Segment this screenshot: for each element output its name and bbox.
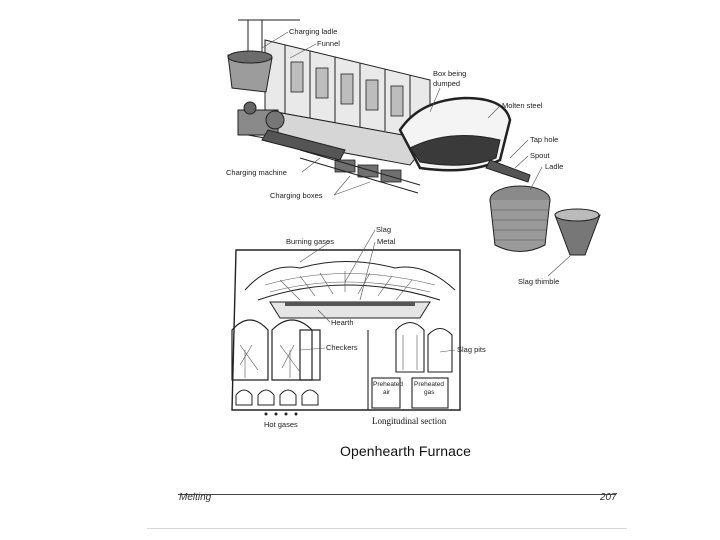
label-hot-gases: Hot gases xyxy=(264,420,298,429)
label-ladle: Ladle xyxy=(545,162,563,171)
label-slag: Slag xyxy=(376,225,391,234)
footer-rule xyxy=(178,494,616,495)
section-callout-lines xyxy=(300,230,455,352)
label-burning-gases: Burning gases xyxy=(286,237,334,246)
label-tap-hole: Tap hole xyxy=(530,135,558,144)
label-slag-pits: Slag pits xyxy=(457,345,486,354)
label-slag-thimble: Slag thimble xyxy=(518,277,559,286)
label-checkers: Checkers xyxy=(326,343,358,352)
label-preheated-air-1: Preheated xyxy=(373,381,403,388)
figure-title: Openhearth Furnace xyxy=(340,443,471,459)
label-charging-ladle: Charging ladle xyxy=(289,27,337,36)
label-hearth: Hearth xyxy=(331,318,354,327)
label-funnel: Funnel xyxy=(317,39,340,48)
label-spout: Spout xyxy=(530,151,551,160)
footer-page-number: 207 xyxy=(600,492,617,503)
label-longitudinal-section: Longitudinal section xyxy=(372,416,447,426)
label-box-being-dumped-2: dumped xyxy=(433,79,460,88)
label-preheated-air-2: air xyxy=(383,389,391,396)
footer-chapter: Melting xyxy=(179,492,211,503)
label-preheated-gas-1: Preheated xyxy=(414,381,444,388)
label-charging-machine: Charging machine xyxy=(226,168,287,177)
label-preheated-gas-2: gas xyxy=(424,389,435,396)
label-molten-steel: Molten steel xyxy=(502,101,543,110)
label-charging-boxes: Charging boxes xyxy=(270,191,323,200)
label-metal: Metal xyxy=(377,237,396,246)
label-box-being-dumped-1: Box being xyxy=(433,69,466,78)
